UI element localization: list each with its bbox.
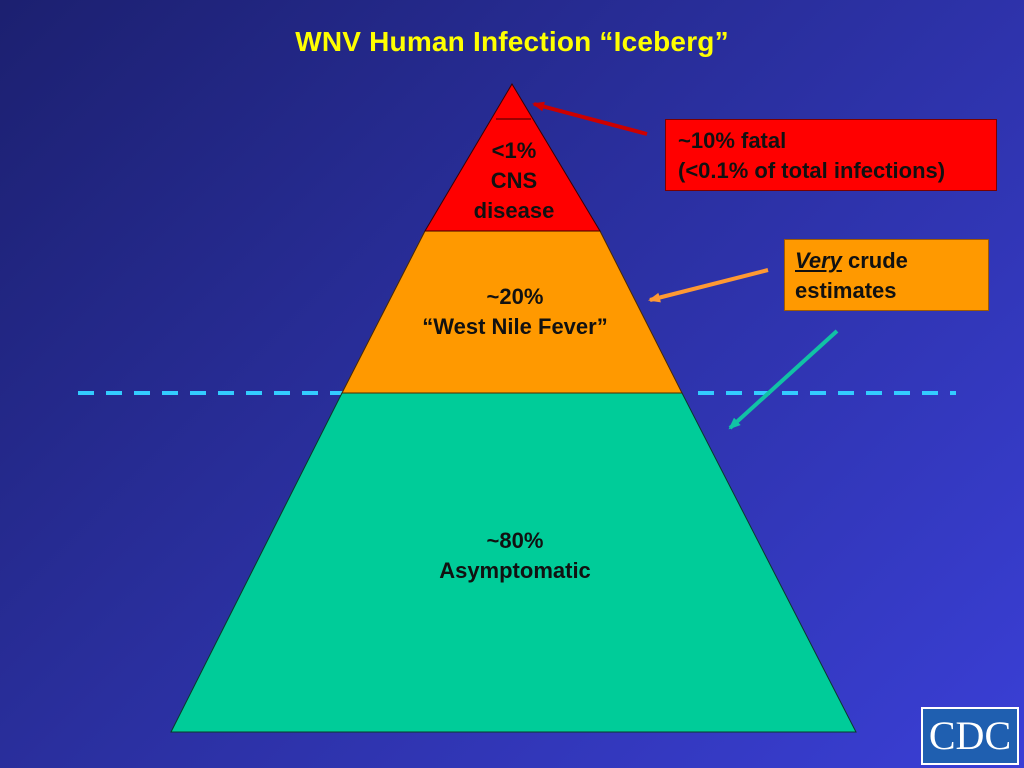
callout-crude-estimates: Very crude estimates [784, 239, 989, 311]
layer-label-line: ~80% [486, 528, 544, 553]
layer-label-line: <1% [491, 138, 537, 163]
callout-fatal: ~10% fatal (<0.1% of total infections) [665, 119, 997, 191]
callout-crude-line-1: Very crude [795, 246, 988, 276]
callout-crude-line-2: estimates [795, 278, 897, 303]
callout-crude-rest: crude [841, 248, 908, 273]
layer-cns-disease [424, 83, 601, 232]
callout-fatal-line: ~10% fatal [678, 128, 787, 153]
layer-label-west-nile-fever: ~20% “West Nile Fever” [382, 282, 648, 342]
layer-label-line: CNS [490, 168, 538, 193]
callout-crude-emphasis: Very [795, 248, 842, 273]
layer-label-line: disease [473, 198, 555, 223]
layer-label-cns: <1% CNS disease [444, 136, 584, 226]
layer-label-line: “West Nile Fever” [422, 314, 608, 339]
arrow-crude [648, 268, 769, 303]
layer-label-asymptomatic: ~80% Asymptomatic [392, 526, 638, 586]
layer-label-line: Asymptomatic [439, 558, 591, 583]
cdc-logo: CDC [921, 707, 1019, 765]
arrow-fatal [532, 101, 648, 136]
layer-label-line: ~20% [486, 284, 544, 309]
arrow-waterline [728, 329, 839, 430]
slide-title: WNV Human Infection “Iceberg” [295, 26, 729, 57]
callout-fatal-line: (<0.1% of total infections) [678, 158, 946, 183]
